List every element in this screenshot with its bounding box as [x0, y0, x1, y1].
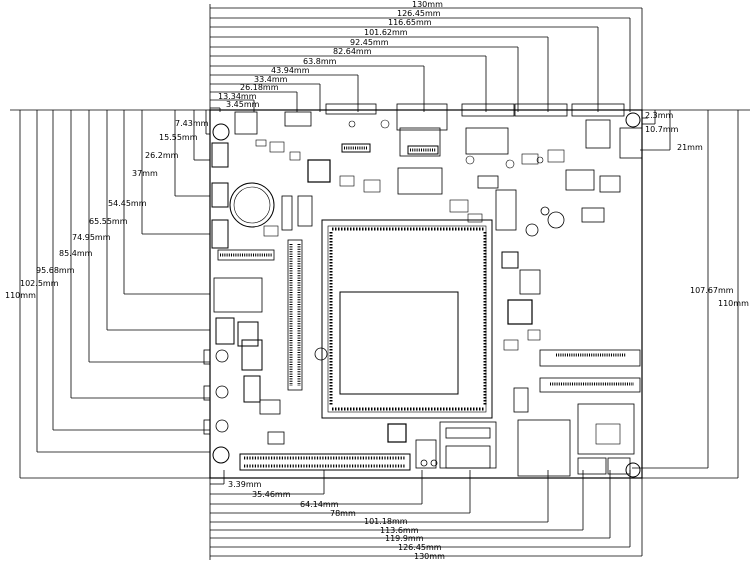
dim-label-top-92: 92.45mm	[350, 38, 389, 47]
dim-label-bottom-78: 78mm	[330, 509, 356, 518]
dim-label-top-130: 130mm	[412, 0, 443, 9]
left-dimension-lines	[10, 109, 660, 479]
mounting-hole-top-right	[625, 112, 641, 128]
pcb-board	[203, 103, 643, 479]
bottom-dimension-lines	[209, 470, 643, 560]
right-dimension-labels: 2.3mm 10.7mm 21mm 107.67mm 110mm	[645, 111, 749, 308]
dim-label-top-26: 26.18mm	[240, 83, 279, 92]
dim-label-left-15: 15.55mm	[159, 133, 198, 142]
dim-label-left-74: 74.95mm	[72, 233, 111, 242]
mounting-hole-top-left	[212, 123, 230, 141]
dim-label-bottom-130: 130mm	[414, 552, 445, 561]
dim-label-left-110: 110mm	[5, 291, 36, 300]
dim-label-right-107: 107.67mm	[690, 286, 734, 295]
dim-label-top-13: 13.34mm	[218, 92, 257, 101]
right-dimension-lines	[632, 109, 750, 479]
dim-label-top-63: 63.8mm	[303, 57, 337, 66]
dim-label-left-37: 37mm	[132, 169, 158, 178]
dim-label-bottom-3: 3.39mm	[228, 480, 262, 489]
left-dimension-labels: 7.43mm 15.55mm 26.2mm 37mm 54.45mm 65.55…	[5, 119, 209, 300]
dim-label-top-43: 43.94mm	[271, 66, 310, 75]
dim-label-top-101: 101.62mm	[364, 28, 408, 37]
dim-label-bottom-119: 119.9mm	[385, 534, 424, 543]
top-dimension-lines	[209, 4, 643, 112]
dim-label-right-21: 21mm	[677, 143, 703, 152]
dim-label-top-116: 116.65mm	[388, 18, 432, 27]
mounting-hole-bottom-right	[625, 462, 641, 478]
dim-label-top-3: 3.45mm	[226, 100, 260, 109]
dim-label-right-2: 2.3mm	[645, 111, 674, 120]
dim-label-left-54: 54.45mm	[108, 199, 147, 208]
dim-label-left-102: 102.5mm	[20, 279, 59, 288]
dim-label-bottom-64: 64.14mm	[300, 500, 339, 509]
bottom-dimension-labels: 3.39mm 35.46mm 64.14mm 78mm 101.18mm 113…	[228, 480, 445, 561]
dim-label-right-10: 10.7mm	[645, 125, 679, 134]
top-dimension-labels: 130mm 126.45mm 116.65mm 101.62mm 92.45mm…	[218, 0, 443, 109]
dim-label-left-65: 65.55mm	[89, 217, 128, 226]
dim-label-left-95: 95.68mm	[36, 266, 75, 275]
dim-label-left-7: 7.43mm	[175, 119, 209, 128]
dim-label-bottom-113: 113.6mm	[380, 526, 419, 535]
dim-label-left-26: 26.2mm	[145, 151, 179, 160]
dim-label-top-33: 33.4mm	[254, 75, 288, 84]
dim-label-bottom-101: 101.18mm	[364, 517, 408, 526]
dim-label-top-82: 82.64mm	[333, 47, 372, 56]
mounting-hole-bottom-left	[212, 446, 230, 464]
dim-label-top-126: 126.45mm	[397, 9, 441, 18]
dim-label-right-110: 110mm	[718, 299, 749, 308]
dim-label-bottom-35: 35.46mm	[252, 490, 291, 499]
dim-label-bottom-126: 126.45mm	[398, 543, 442, 552]
dim-label-left-85: 85.4mm	[59, 249, 93, 258]
